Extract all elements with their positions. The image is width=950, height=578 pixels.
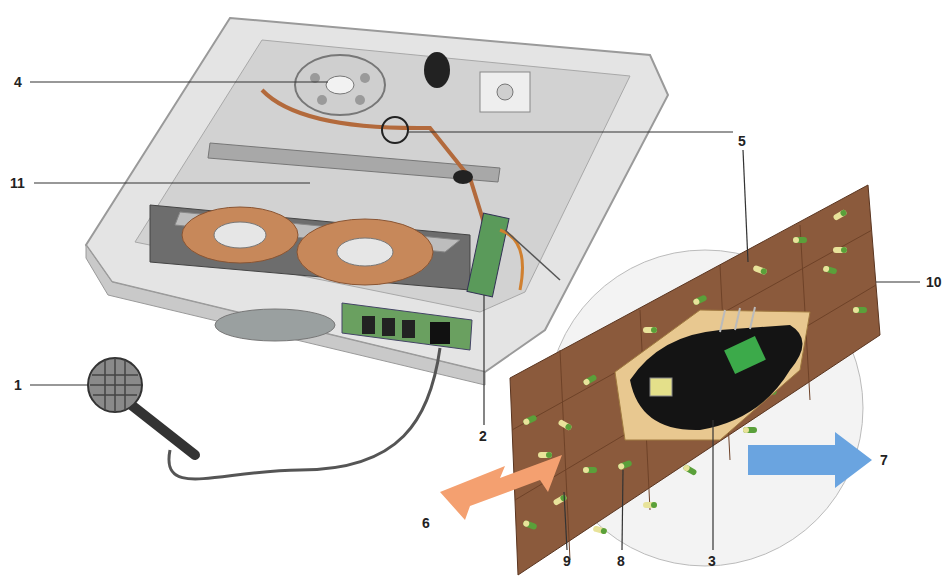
callout-number: 2 (477, 428, 489, 444)
callout-number: 3 (706, 553, 718, 569)
callout-number: 9 (561, 553, 573, 569)
callout-number: 11 (8, 175, 27, 191)
callout-number: 1 (12, 377, 24, 393)
callout-number: 6 (420, 515, 432, 531)
callout-number: 10 (924, 274, 944, 290)
callout-number: 4 (12, 74, 24, 90)
callout-number: 7 (878, 452, 890, 468)
callout-number: 8 (615, 553, 627, 569)
callout-number: 5 (736, 133, 748, 149)
